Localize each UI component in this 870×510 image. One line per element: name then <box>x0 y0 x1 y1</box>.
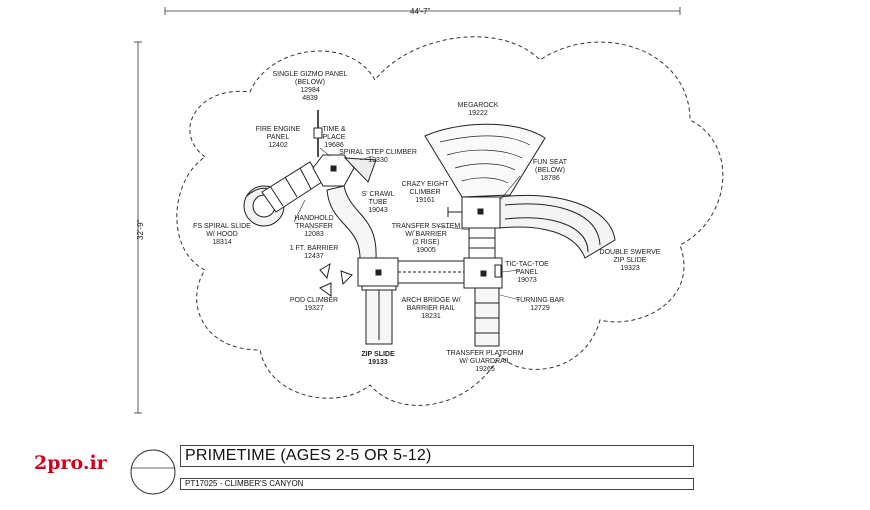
subtitle-bar: PT17025 - CLIMBER'S CANYON <box>180 478 694 490</box>
double-swerve-zip-slide <box>499 194 616 259</box>
label-line: PANEL <box>267 134 290 141</box>
label-line: 1 FT. BARRIER <box>290 245 339 252</box>
height-dimension-label: 32'-9" <box>136 219 145 240</box>
spiral-step-climber <box>343 157 377 183</box>
label-line: 12402 <box>268 142 288 149</box>
hex-platform <box>312 110 355 187</box>
label-line: FIRE ENGINE <box>256 126 301 133</box>
label-line: PANEL <box>516 269 539 276</box>
play-area-boundary <box>176 36 724 406</box>
arch-bridge <box>397 260 465 284</box>
left-deck <box>357 257 399 287</box>
label-line: 19073 <box>517 277 537 284</box>
label-line: 12437 <box>304 253 324 260</box>
top-right-deck <box>447 196 501 229</box>
equipment-drawing <box>243 110 616 347</box>
label-line: BARRIER RAIL <box>407 305 456 312</box>
label-line: HANDHOLD <box>294 215 333 222</box>
label-line: PLACE <box>323 134 346 141</box>
label-line: 18231 <box>421 313 441 320</box>
pod-climber <box>319 262 353 297</box>
title-bar: PRIMETIME (AGES 2-5 OR 5-12) <box>180 445 694 467</box>
label-line: S' CRAWL <box>362 191 395 198</box>
tic-tac-toe-panel <box>494 264 502 278</box>
label-line: SINGLE GIZMO PANEL <box>273 71 348 78</box>
label-line: CRAZY EIGHT <box>402 181 450 188</box>
label-line: 19686 <box>324 142 344 149</box>
label-line: 19005 <box>416 247 436 254</box>
label-line: W/ GUARDRAIL <box>459 358 510 365</box>
label-line: 19043 <box>368 207 388 214</box>
label-line: W/ HOOD <box>206 231 238 238</box>
transfer-platform <box>474 287 500 347</box>
label-line: TRANSFER <box>295 223 333 230</box>
label-line: 19323 <box>620 265 640 272</box>
label-line: 18314 <box>212 239 232 246</box>
drawing-title: PRIMETIME (AGES 2-5 OR 5-12) <box>185 447 432 464</box>
label-line: (2 RISE) <box>413 239 440 246</box>
label-line: 19161 <box>415 197 435 204</box>
title-circle-symbol <box>130 449 176 495</box>
label-line: TRANSFER SYSTEM <box>392 223 461 230</box>
label-line: FUN SEAT <box>533 159 568 166</box>
label-line: TRANSFER PLATFORM <box>446 350 523 357</box>
label-line: TIC-TAC-TOE <box>505 261 549 268</box>
label-line: 12729 <box>530 305 550 312</box>
label-line: TIME & <box>322 126 346 133</box>
handhold-transfer-deck <box>261 161 323 213</box>
label-line: CLIMBER <box>409 189 440 196</box>
label-line: 19265 <box>475 366 495 373</box>
label-line: 19133 <box>368 359 388 366</box>
label-line: 19330 <box>368 157 388 164</box>
label-line: 12984 <box>300 87 320 94</box>
label-line: POD CLIMBER <box>290 297 338 304</box>
label-line: ZIP SLIDE <box>614 257 647 264</box>
label-line: 19222 <box>468 110 488 117</box>
label-line: FS SPIRAL SLIDE <box>193 223 251 230</box>
label-line: TURNING BAR <box>516 297 564 304</box>
zip-slide <box>361 285 397 345</box>
leader-lines <box>293 147 521 301</box>
megarock <box>424 123 546 198</box>
dimension-lines <box>134 7 681 414</box>
label-line: W/ BARRIER <box>405 231 447 238</box>
label-line: SPIRAL STEP CLIMBER <box>339 149 417 156</box>
label-line: DOUBLE SWERVE <box>600 249 661 256</box>
label-line: 4839 <box>302 95 318 102</box>
drawing-subtitle: PT17025 - CLIMBER'S CANYON <box>185 479 304 488</box>
label-line: (BELOW) <box>295 79 325 86</box>
label-line: ZIP SLIDE <box>361 351 395 358</box>
label-line: 19327 <box>304 305 324 312</box>
label-line: ARCH BRIDGE W/ <box>401 297 460 304</box>
label-line: 12083 <box>304 231 324 238</box>
watermark-logo: 2pro.ir <box>34 452 107 474</box>
width-dimension-label: 44'-7" <box>410 7 431 16</box>
label-line: (BELOW) <box>535 167 565 174</box>
label-line: TUBE <box>369 199 388 206</box>
transfer-system <box>468 227 496 259</box>
label-line: MEGAROCK <box>458 102 499 109</box>
label-fun-seat: FUN SEAT(BELOW)18786 <box>533 159 568 182</box>
label-line: 18786 <box>540 175 560 182</box>
